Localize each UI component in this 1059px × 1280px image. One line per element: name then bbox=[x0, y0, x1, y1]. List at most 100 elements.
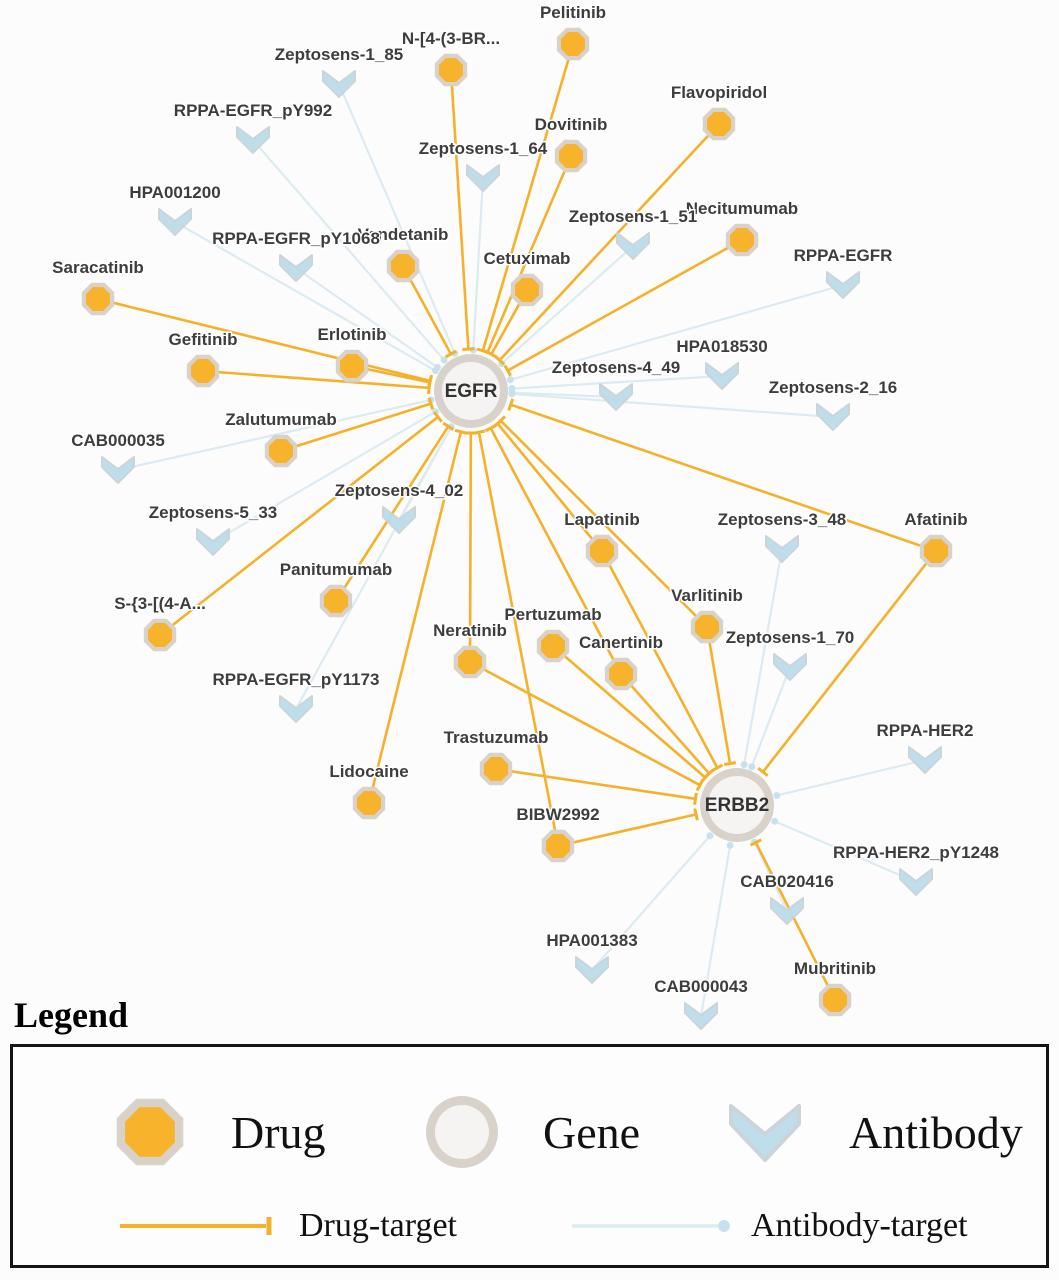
edge-endpoint-dot bbox=[771, 817, 779, 825]
drug-node-Pertuzumab[interactable] bbox=[536, 629, 570, 663]
drug-node-Gefitinib[interactable] bbox=[186, 354, 220, 388]
gene-node-EGFR[interactable]: EGFR bbox=[434, 354, 508, 428]
antibody-node-Zeptosens-4_02[interactable] bbox=[382, 506, 416, 534]
edge-drug-Afatinib-ERBB2 bbox=[761, 550, 938, 773]
drug-node-Panitumumab[interactable] bbox=[319, 584, 353, 618]
edge-endpoint-tee bbox=[433, 411, 443, 423]
gene-node-core bbox=[708, 776, 766, 834]
drug-node-core bbox=[357, 791, 381, 815]
edge-drug-Lidocaine-EGFR bbox=[367, 431, 463, 804]
label-Necitumumab: Necitumumab bbox=[686, 199, 798, 218]
antibody-node-Zeptosens-4_49[interactable] bbox=[599, 383, 633, 411]
drug-node-Mubritinib[interactable] bbox=[818, 983, 852, 1017]
drug-node-N-[4-(3-BR...[interactable] bbox=[434, 53, 468, 87]
label-CAB000043: CAB000043 bbox=[654, 977, 748, 996]
nodes-layer: EGFR ERBB2 bbox=[81, 27, 953, 1030]
edge-endpoint-tee bbox=[700, 772, 711, 784]
antibody-node-CAB000043[interactable] bbox=[684, 1002, 718, 1030]
drug-node-core bbox=[515, 278, 539, 302]
antibody-node-Zeptosens-3_48[interactable] bbox=[765, 535, 799, 563]
drug-node-Trastuzumab[interactable] bbox=[479, 752, 513, 786]
label-Zeptosens-3_48: Zeptosens-3_48 bbox=[718, 510, 847, 529]
label-Panitumumab: Panitumumab bbox=[280, 560, 392, 579]
edge-antibody-Zeptosens-4_49 bbox=[511, 391, 617, 399]
drug-node-Pelitinib[interactable] bbox=[556, 27, 590, 61]
drug-node-Canertinib[interactable] bbox=[604, 657, 638, 691]
antibody-node-RPPA-EGFR[interactable] bbox=[826, 271, 860, 299]
label-RPPA-EGFR_pY992: RPPA-EGFR_pY992 bbox=[174, 101, 332, 120]
label-Flavopiridol: Flavopiridol bbox=[671, 83, 767, 102]
antibody-node-Zeptosens-1_51[interactable] bbox=[616, 232, 650, 260]
drug-node-core bbox=[730, 228, 754, 252]
antibody-node-Zeptosens-1_70[interactable] bbox=[773, 653, 807, 681]
label-Zeptosens-4_02: Zeptosens-4_02 bbox=[335, 481, 464, 500]
drug-node-Afatinib[interactable] bbox=[919, 534, 953, 568]
drug-node-Erlotinib[interactable] bbox=[335, 349, 369, 383]
edge-endpoint-tee bbox=[427, 376, 433, 389]
antibody-node-RPPA-EGFR_pY1173[interactable] bbox=[279, 695, 313, 723]
antibody-node-RPPA-HER2_pY1248[interactable] bbox=[899, 868, 933, 896]
drug-node-core bbox=[707, 112, 731, 136]
drug-node-BIBW2992[interactable] bbox=[541, 829, 575, 863]
legend-item-antibody-target: Antibody-target bbox=[570, 1207, 968, 1245]
antibody-node-HPA018530[interactable] bbox=[705, 362, 739, 390]
drug-node-Lidocaine[interactable] bbox=[352, 786, 386, 820]
drug-node-Cetuximab[interactable] bbox=[510, 273, 544, 307]
gene-node-ERBB2[interactable]: ERBB2 bbox=[700, 768, 774, 842]
drug-node-core bbox=[484, 757, 508, 781]
drug-node-core bbox=[590, 539, 614, 563]
drug-node-Varlitinib[interactable] bbox=[690, 610, 724, 644]
legend-label-antibody: Antibody bbox=[849, 1106, 1023, 1158]
antibody-node-RPPA-EGFR_pY992[interactable] bbox=[236, 126, 270, 154]
antibody-node-Zeptosens-1_85[interactable] bbox=[322, 70, 356, 98]
edge-drug-Varlitinib-ERBB2 bbox=[705, 626, 732, 764]
edge-endpoint-tee bbox=[442, 421, 455, 431]
label-HPA018530: HPA018530 bbox=[676, 337, 767, 356]
drug-node-Saracatinib[interactable] bbox=[81, 282, 115, 316]
drug-node-Flavopiridol[interactable] bbox=[702, 107, 736, 141]
drug-node-S-{3-[(4-A...[interactable] bbox=[143, 618, 177, 652]
drug-node-Dovitinib[interactable] bbox=[554, 139, 588, 173]
antibody-node-RPPA-HER2[interactable] bbox=[908, 746, 942, 774]
antibody-node-CAB000035[interactable] bbox=[101, 456, 135, 484]
edge-endpoint-tee bbox=[495, 415, 507, 427]
label-RPPA-HER2: RPPA-HER2 bbox=[877, 721, 974, 740]
drug-node-Necitumumab[interactable] bbox=[725, 223, 759, 257]
label-Zeptosens-1_64: Zeptosens-1_64 bbox=[419, 139, 548, 158]
drug-node-Lapatinib[interactable] bbox=[585, 534, 619, 568]
label-RPPA-EGFR: RPPA-EGFR bbox=[794, 246, 893, 265]
legend-box: Drug Gene Antibody bbox=[10, 1044, 1049, 1268]
antibody-node-Zeptosens-2_16[interactable] bbox=[816, 403, 850, 431]
edge-endpoint-tee bbox=[454, 428, 468, 435]
edge-drug-Mubritinib-ERBB2 bbox=[754, 841, 837, 1001]
edge-endpoint-tee bbox=[462, 347, 475, 351]
label-N-[4-(3-BR...: N-[4-(3-BR... bbox=[402, 29, 500, 48]
label-RPPA-EGFR_pY1173: RPPA-EGFR_pY1173 bbox=[213, 670, 380, 689]
legend-label-drug-target: Drug-target bbox=[299, 1207, 457, 1244]
drug-node-Zalutumumab[interactable] bbox=[264, 434, 298, 468]
edge-antibody-RPPA-EGFR_pY1068 bbox=[295, 267, 439, 369]
label-Vandetanib: Vandetanib bbox=[358, 225, 449, 244]
label-Pelitinib: Pelitinib bbox=[540, 3, 606, 22]
antibody-node-CAB020416[interactable] bbox=[770, 897, 804, 925]
label-Dovitinib: Dovitinib bbox=[535, 115, 608, 134]
antibody-node-HPA001200[interactable] bbox=[158, 208, 192, 236]
edge-drug-Canertinib-ERBB2 bbox=[620, 673, 711, 775]
drug-node-Neratinib[interactable] bbox=[453, 645, 487, 679]
label-RPPA-HER2_pY1248: RPPA-HER2_pY1248 bbox=[833, 843, 999, 862]
edge-drug-Afatinib-EGFR bbox=[510, 403, 937, 553]
drug-node-core bbox=[561, 32, 585, 56]
legend-item-antibody: Antibody bbox=[723, 1098, 1023, 1166]
antibody-node-HPA001383[interactable] bbox=[575, 956, 609, 984]
antibody-node-RPPA-EGFR_pY1068[interactable] bbox=[279, 254, 313, 282]
edge-antibody-CAB020416 bbox=[753, 841, 788, 912]
label-S-{3-[(4-A...: S-{3-[(4-A... bbox=[114, 594, 206, 613]
drug-node-Vandetanib[interactable] bbox=[386, 249, 420, 283]
edge-antibody-RPPA-EGFR_pY992 bbox=[252, 139, 445, 361]
label-ERBB2: ERBB2 bbox=[705, 795, 769, 816]
label-Zeptosens-1_70: Zeptosens-1_70 bbox=[726, 628, 855, 647]
antibody-node-Zeptosens-1_64[interactable] bbox=[466, 164, 500, 192]
antibody-node-Zeptosens-5_33[interactable] bbox=[196, 528, 230, 556]
edge-endpoint-tee bbox=[494, 355, 506, 366]
drug-node-core bbox=[823, 988, 847, 1012]
